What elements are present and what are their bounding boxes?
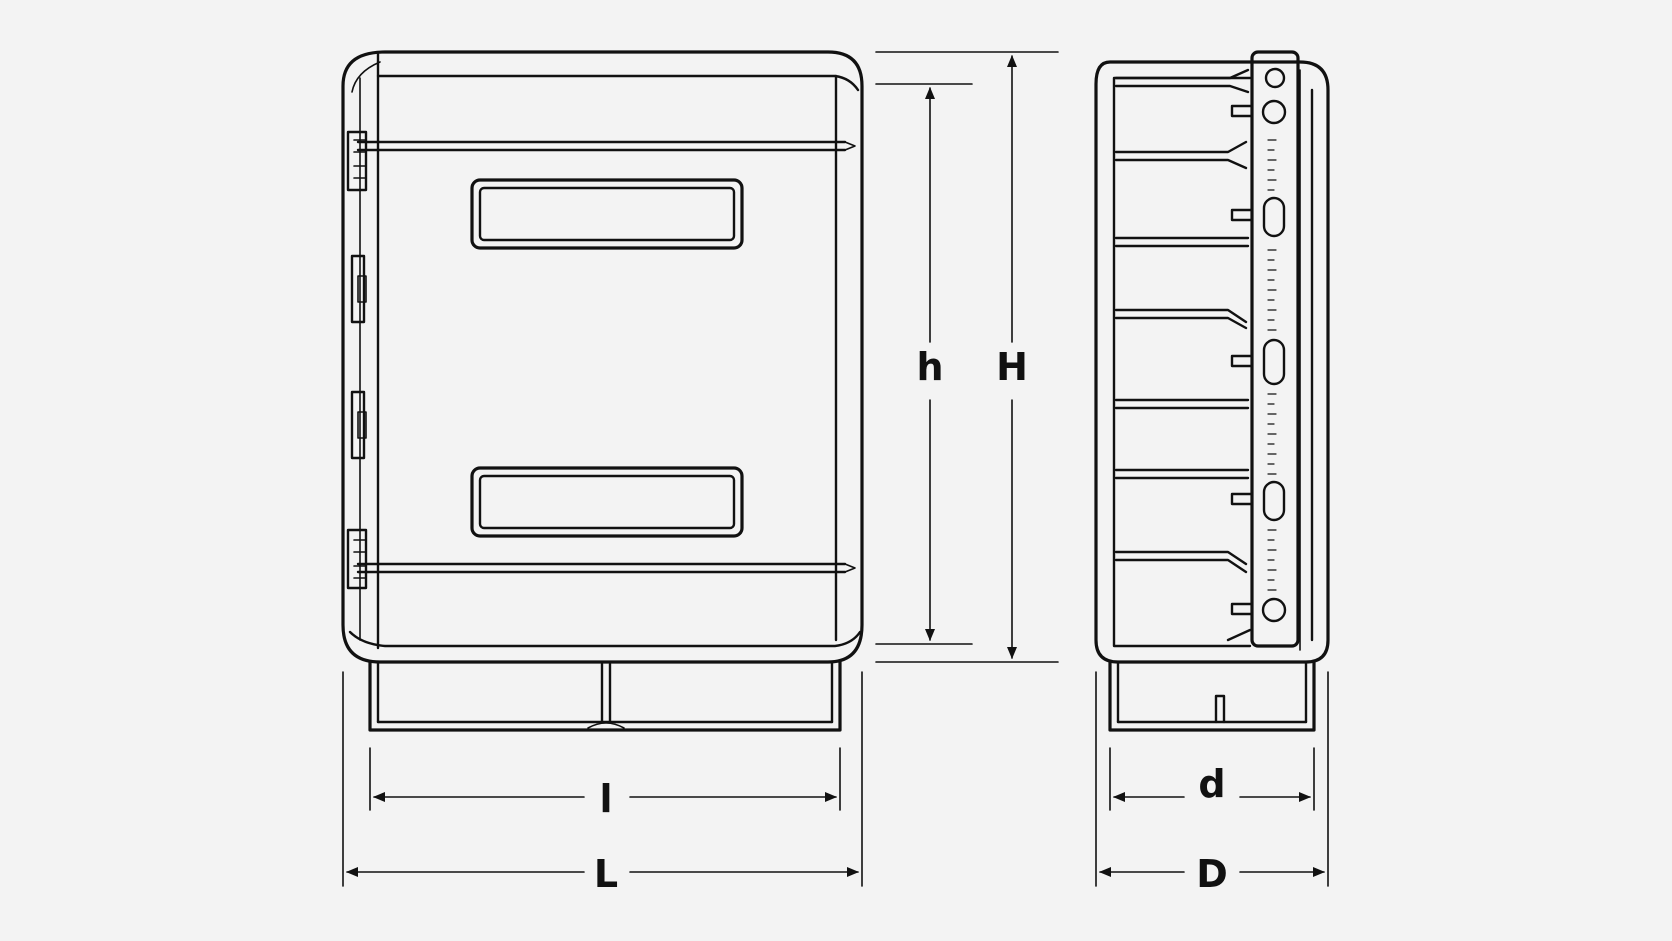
dimension-d: d: [1109, 747, 1315, 811]
hinge-3: [350, 390, 367, 460]
dimension-label-H: H: [996, 345, 1028, 389]
front-body-outline: [341, 50, 864, 664]
front-upper-window: [470, 178, 744, 250]
dimension-label-D: D: [1196, 852, 1228, 896]
side-view: [1094, 50, 1330, 732]
side-pegs: [1230, 104, 1254, 616]
dimension-label-l: l: [599, 777, 612, 821]
side-shelves: [1114, 68, 1252, 642]
dimension-label-L: L: [594, 852, 618, 896]
front-view: [341, 50, 864, 732]
hinge-1: [346, 130, 368, 192]
dimension-L: L: [342, 671, 863, 896]
dimension-l: l: [369, 747, 841, 821]
dimension-label-d: d: [1198, 762, 1225, 806]
rail-ruler-ticks: [1267, 139, 1277, 591]
front-lower-bar: [356, 562, 856, 574]
side-rail: [1250, 50, 1300, 648]
front-lower-window: [470, 466, 744, 538]
front-upper-bar: [356, 140, 856, 152]
dimension-h: h: [875, 83, 973, 645]
side-base: [1108, 660, 1316, 732]
dimension-D: D: [1095, 671, 1329, 896]
front-base: [368, 660, 842, 732]
front-top-rim: [376, 74, 860, 92]
hinge-2: [350, 254, 367, 324]
hinge-4: [346, 528, 368, 590]
dimension-H: H: [875, 51, 1059, 663]
dimension-label-h: h: [916, 345, 943, 389]
front-bottom-rim: [348, 630, 862, 648]
